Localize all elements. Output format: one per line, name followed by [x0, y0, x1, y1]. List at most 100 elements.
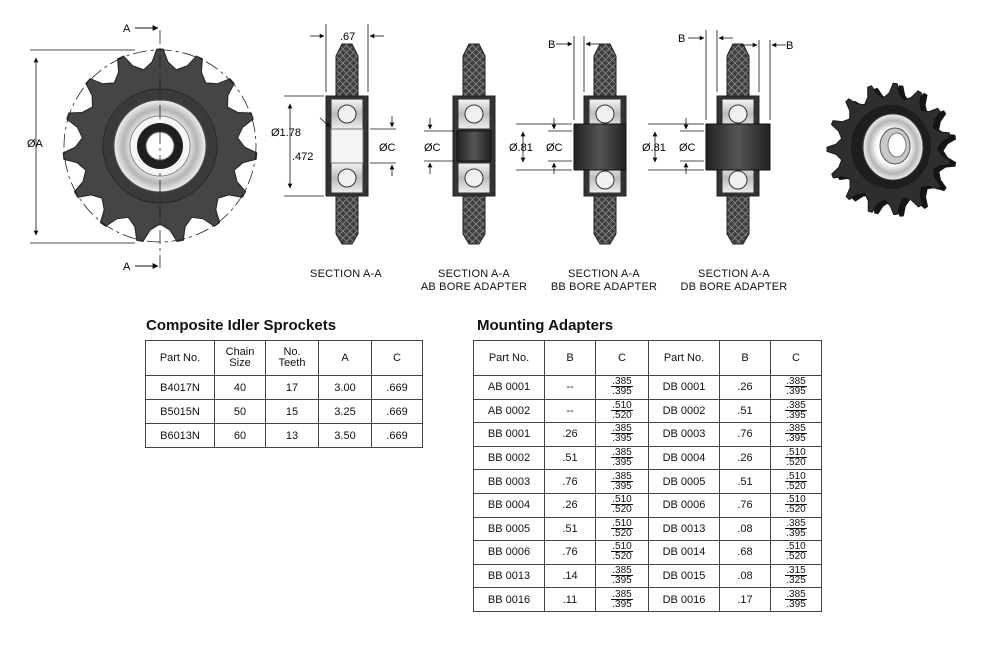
tolerance-range: .315.325	[785, 566, 807, 586]
tolerance-range: .385.395	[611, 376, 633, 397]
col-a: A	[318, 340, 372, 376]
caption-section-a-a: SECTION A-A	[296, 268, 396, 281]
cell: .76	[719, 422, 771, 447]
cell: .76	[719, 492, 771, 518]
cell: 15	[265, 399, 319, 424]
tolerance-range: .385.395	[785, 424, 807, 444]
cell: .385.395	[770, 398, 822, 424]
tolerance-range: .385.395	[785, 517, 807, 539]
cell: DB 0015	[648, 563, 720, 589]
cell: 60	[214, 423, 266, 448]
range-upper: .510	[611, 494, 633, 506]
range-upper: .385	[785, 588, 807, 600]
range-lower: .520	[786, 504, 806, 516]
cell: 3.25	[318, 399, 372, 424]
cell: .14	[544, 563, 596, 589]
cell: .385.395	[595, 469, 649, 494]
section3-dimensions	[516, 36, 600, 174]
adapters-table-title: Mounting Adapters	[477, 317, 614, 334]
cell: BB 0006	[473, 540, 545, 565]
cell: BB 0013	[473, 563, 545, 589]
cell: BB 0003	[473, 469, 545, 494]
section-view-bb-adapter	[573, 43, 627, 245]
range-lower: .395	[612, 433, 632, 445]
cell: 3.50	[318, 423, 372, 448]
dim-067: .67	[340, 31, 355, 43]
cell: AB 0002	[473, 398, 545, 424]
cell: BB 0005	[473, 516, 545, 542]
range-upper: .385	[611, 376, 633, 388]
cell: DB 0003	[648, 422, 720, 447]
cell: .26	[544, 422, 596, 447]
section4-dimensions	[648, 30, 786, 174]
section-line-marks	[135, 25, 159, 269]
cell: 17	[265, 375, 319, 400]
range-lower: .520	[612, 551, 632, 563]
range-upper: .385	[611, 447, 633, 459]
range-upper: .510	[785, 541, 807, 553]
cell: .76	[544, 540, 596, 565]
cell: .510.520	[770, 445, 822, 471]
range-lower: .395	[786, 386, 806, 398]
cell: .669	[371, 423, 423, 448]
tolerance-range: .510.520	[611, 542, 633, 563]
caption-bb-adapter: SECTION A-A BB BORE ADAPTER	[542, 268, 666, 294]
cell: DB 0002	[648, 398, 720, 424]
cell: --	[544, 398, 596, 424]
cell: DB 0013	[648, 516, 720, 542]
col-c-2: C	[770, 340, 822, 376]
cell: .17	[719, 587, 771, 612]
tolerance-range: .385.395	[785, 377, 807, 398]
range-lower: .520	[786, 551, 806, 563]
caption-line: AB BORE ADAPTER	[420, 281, 528, 293]
cell: DB 0001	[648, 375, 720, 400]
cell: .510.520	[595, 398, 649, 424]
dia-c-label-1: ØC	[379, 142, 396, 154]
section-letter-bottom: A	[123, 261, 131, 273]
cell: .385.395	[595, 422, 649, 447]
section-letter-top: A	[123, 23, 131, 35]
range-lower: .520	[612, 504, 632, 516]
cell: DB 0016	[648, 587, 720, 612]
cell: .385.395	[595, 587, 649, 612]
range-upper: .385	[785, 517, 807, 529]
caption-line: SECTION A-A	[698, 268, 770, 280]
caption-line: SECTION A-A	[310, 268, 382, 280]
cell: 3.00	[318, 375, 372, 400]
section1-dimensions	[284, 24, 396, 197]
range-upper: .385	[611, 565, 633, 577]
front-view-sprocket	[62, 30, 258, 268]
cell: .26	[719, 445, 771, 471]
col-no-teeth: No.Teeth	[265, 340, 319, 376]
dia-a-dimension	[30, 49, 135, 244]
range-lower: .520	[612, 409, 632, 421]
cell: .669	[371, 399, 423, 424]
b-label-db-left: B	[678, 33, 685, 45]
cell: DB 0014	[648, 540, 720, 565]
technical-drawing: A A ØA .67 Ø1.78 .472 ØC	[27, 23, 957, 273]
cell: AB 0001	[473, 375, 545, 400]
range-lower: .395	[786, 527, 806, 539]
dia-a-label: ØA	[27, 138, 44, 150]
range-upper: .385	[611, 588, 633, 600]
section-view-ab-adapter	[452, 43, 496, 245]
cell: .385.395	[595, 563, 649, 589]
dia-c-label-2: ØC	[424, 142, 441, 154]
cell: .385.395	[595, 375, 649, 400]
b-label-bb: B	[548, 39, 555, 51]
tolerance-range: .385.395	[611, 424, 633, 445]
cell: .08	[719, 516, 771, 542]
tolerance-range: .385.395	[611, 565, 633, 586]
cell: .510.520	[770, 469, 822, 494]
